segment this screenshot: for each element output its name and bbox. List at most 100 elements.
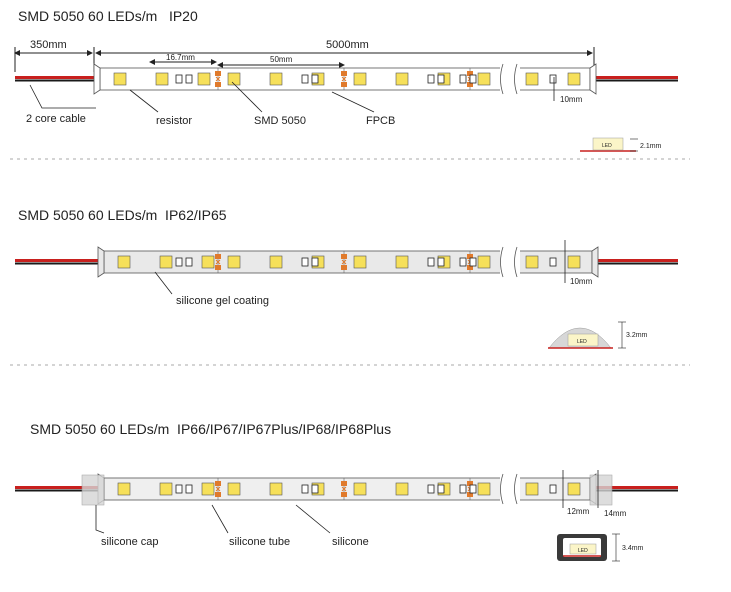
- resistor-icon: [549, 257, 557, 267]
- resistor-icon: [437, 257, 445, 267]
- dim-height-ip65: 3.2mm: [626, 332, 648, 339]
- led-chip-icon: [159, 255, 173, 269]
- led-chip-icon: [353, 255, 367, 269]
- led-chip-icon: [477, 72, 491, 86]
- solder-pad: [341, 254, 347, 259]
- section-title-ip20: SMD 5050 60 LEDs/m IP20: [18, 8, 198, 24]
- resistor-icon: [427, 74, 435, 84]
- led-chip-icon: [395, 482, 409, 496]
- scissors-mark-icon: [215, 259, 221, 265]
- solder-pad: [341, 265, 347, 270]
- resistor-icon: [427, 257, 435, 267]
- led-chip-icon: [155, 72, 169, 86]
- led-chip-icon: [525, 255, 539, 269]
- resistor-icon: [301, 484, 309, 494]
- resistor-icon: [175, 484, 183, 494]
- led-chip-icon: [269, 255, 283, 269]
- callout-silicone-cap: silicone cap: [101, 536, 158, 548]
- callout-silicone-tube: silicone tube: [229, 536, 290, 548]
- resistor-icon: [311, 484, 319, 494]
- resistor-icon: [175, 74, 183, 84]
- led-chip-icon: [477, 482, 491, 496]
- led-chip-icon: [525, 482, 539, 496]
- dim-led-pitch: 16.7mm: [166, 53, 195, 62]
- callout-lines-ip65: [154, 271, 173, 295]
- width-dims-ip68: [562, 470, 599, 508]
- led-chip-icon: [201, 482, 215, 496]
- break-line: [500, 473, 504, 505]
- profile-ip65: [548, 321, 626, 349]
- end-cap-left: [93, 63, 101, 95]
- callout-lines-ip68: [95, 504, 331, 534]
- break-line: [500, 246, 504, 278]
- led-chip-icon: [269, 482, 283, 496]
- solder-pad: [341, 71, 347, 76]
- resistor-icon: [459, 257, 467, 267]
- led-chip-icon: [525, 72, 539, 86]
- end-cap-left: [97, 246, 105, 278]
- led-chip-icon: [197, 72, 211, 86]
- break-line: [514, 473, 518, 505]
- profile-led-ip65: LED: [577, 339, 587, 345]
- solder-pad: [215, 71, 221, 76]
- end-cap-right: [589, 63, 597, 95]
- section-title-ip68: SMD 5050 60 LEDs/m IP66/IP67/IP67Plus/IP…: [30, 421, 392, 437]
- scissors-mark-icon: [215, 486, 221, 492]
- led-chip-icon: [395, 255, 409, 269]
- resistor-icon: [175, 257, 183, 267]
- dim-width-ip65: 10mm: [570, 277, 593, 286]
- silicone-cap-left: [81, 474, 105, 506]
- callout-resistor: resistor: [156, 115, 192, 127]
- break-gap: [500, 248, 520, 276]
- dim-height-ip20: 2.1mm: [640, 143, 662, 150]
- resistor-icon: [185, 74, 193, 84]
- break-line: [500, 63, 504, 95]
- callout-smd-5050: SMD 5050: [254, 115, 306, 127]
- profile-ip68: [557, 533, 620, 562]
- led-chip-icon: [477, 255, 491, 269]
- led-chip-icon: [113, 72, 127, 86]
- callout-silicone: silicone: [332, 536, 369, 548]
- resistor-icon: [301, 257, 309, 267]
- dim-width-ip20: 10mm: [560, 95, 583, 104]
- scissors-mark-icon: [341, 76, 347, 82]
- silicone-cap-right: [589, 474, 613, 506]
- resistor-icon: [427, 484, 435, 494]
- led-chip-icon: [201, 255, 215, 269]
- solder-pad: [467, 492, 473, 497]
- scissors-mark-icon: [341, 486, 347, 492]
- led-chip-icon: [159, 482, 173, 496]
- end-cap-right: [591, 246, 599, 278]
- resistor-icon: [469, 74, 477, 84]
- resistor-icon: [549, 484, 557, 494]
- led-chip-icon: [227, 72, 241, 86]
- solder-pad: [467, 71, 473, 76]
- solder-pad: [467, 481, 473, 486]
- callout-fpcb: FPCB: [366, 115, 395, 127]
- solder-pad: [215, 481, 221, 486]
- solder-pad: [215, 265, 221, 270]
- scissors-mark-icon: [215, 76, 221, 82]
- led-chip-icon: [567, 482, 581, 496]
- resistor-icon: [185, 257, 193, 267]
- solder-pad: [215, 82, 221, 87]
- solder-pad: [467, 82, 473, 87]
- dim-cable-length: 350mm: [30, 39, 67, 51]
- break-gap: [500, 65, 520, 93]
- resistor-icon: [311, 257, 319, 267]
- led-chip-icon: [567, 72, 581, 86]
- break-gap: [500, 475, 520, 503]
- profile-ip20: [580, 137, 638, 152]
- led-chip-icon: [353, 482, 367, 496]
- callout-lines-ip20: [29, 81, 375, 113]
- resistor-icon: [469, 257, 477, 267]
- dim-inner-ip68: 12mm: [567, 507, 590, 516]
- resistor-icon: [469, 484, 477, 494]
- led-chip-icon: [227, 255, 241, 269]
- break-line: [514, 63, 518, 95]
- dim-outer-ip68: 14mm: [604, 509, 627, 518]
- resistor-icon: [301, 74, 309, 84]
- resistor-icon: [311, 74, 319, 84]
- resistor-icon: [185, 484, 193, 494]
